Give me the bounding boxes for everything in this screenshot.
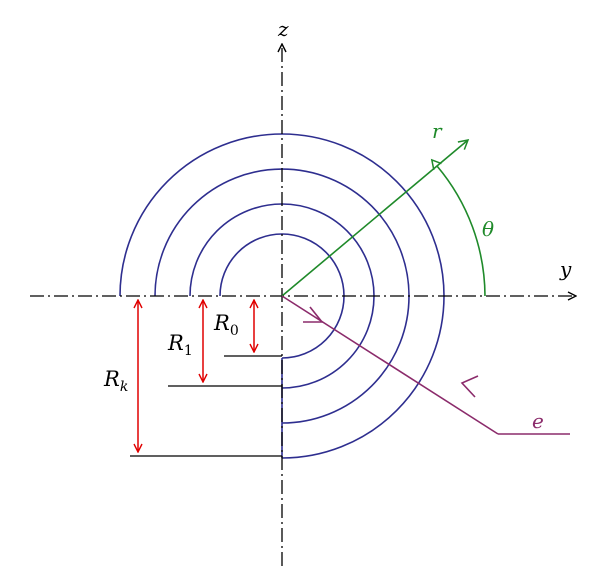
axes (30, 44, 576, 566)
z-axis-label: z (277, 17, 289, 41)
ray-e-path (281, 295, 499, 435)
ray-e-label: e (532, 409, 544, 433)
shell-arc-r0 (219, 233, 345, 359)
radius-dimensions (138, 300, 254, 452)
theta-arc (430, 158, 486, 297)
ray-e-arrow-outer (460, 375, 479, 398)
rk-label: Rk (103, 367, 128, 395)
shell-arc-2 (189, 203, 375, 389)
ray-e (281, 295, 570, 435)
shell-arc-rk (119, 133, 445, 459)
r1-label: R1 (167, 331, 193, 359)
r-vector-label: r (432, 119, 443, 143)
theta-label: θ (482, 217, 494, 241)
r0-label: R0 (213, 311, 239, 339)
radius-reference-lines (130, 355, 282, 457)
y-axis-label: y (559, 257, 572, 281)
ray-e-arrow-inner (303, 306, 324, 323)
